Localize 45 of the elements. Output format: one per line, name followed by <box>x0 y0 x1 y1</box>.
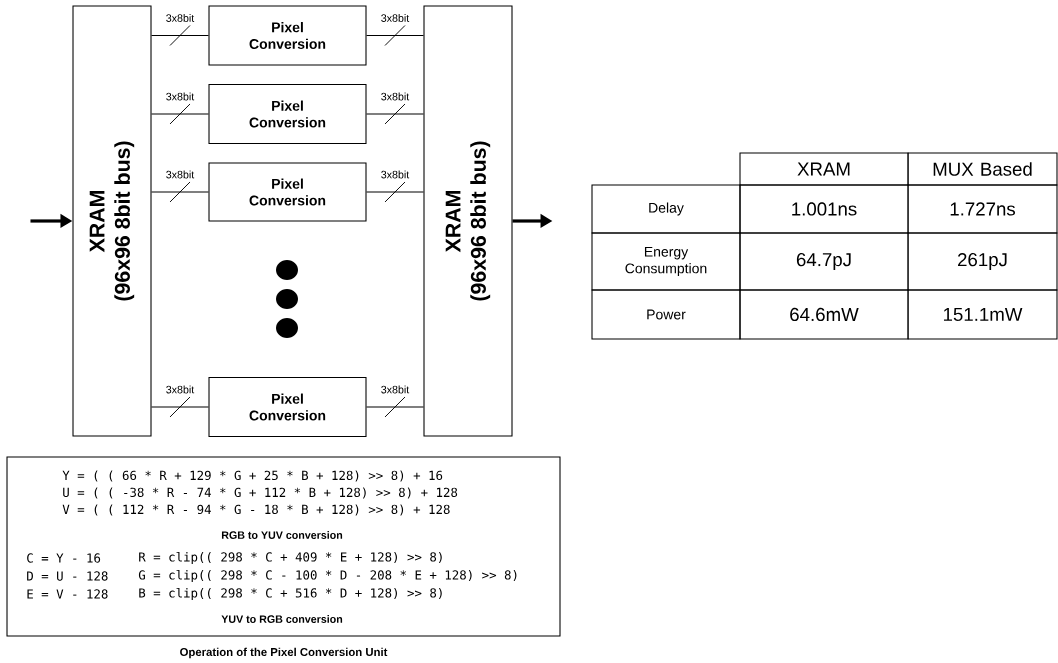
equation: U = ( ( -38 * R - 74 * G + 112 * B + 128) >> 8) + 128 <box>63 487 458 499</box>
equation: G = clip(( 298 * C - 100 * D - 208 * E + 128) >> 8) <box>138 569 517 582</box>
edge-label: 3x8bit <box>164 91 196 102</box>
table-cell: 1.727ns <box>907 184 1058 234</box>
table-cell: 64.6mW <box>739 289 909 340</box>
edge-label: 3x8bit <box>379 91 411 102</box>
equation: V = ( ( 112 * R - 94 * G - 18 * B + 128) >> 8) + 128 <box>62 504 450 516</box>
equation: B = clip(( 298 * C + 516 * D + 128) >> 8) <box>139 587 442 600</box>
table-cell: 64.7pJ <box>739 232 909 291</box>
equation: E = V - 128 <box>27 589 108 599</box>
equation: D = U - 128 <box>27 571 108 581</box>
table-cell: 1.001ns <box>739 184 909 234</box>
connector <box>366 191 424 193</box>
figure-caption: Operation of the Pixel Conversion Unit <box>180 647 388 659</box>
memory-block: XRAM (96x96 8bit bus) <box>423 5 513 437</box>
process-box: Pixel Conversion <box>208 376 367 438</box>
table-cell: 151.1mW <box>907 289 1058 340</box>
table-cell: 261pJ <box>907 232 1058 291</box>
connector <box>366 34 424 37</box>
table-cell: XRAM <box>739 152 909 186</box>
table-cell: Delay <box>591 184 741 234</box>
section-caption: YUV to RGB conversion <box>221 615 343 623</box>
connector <box>151 191 209 193</box>
connector <box>151 34 209 37</box>
edge-label: 3x8bit <box>164 169 196 180</box>
process-box: Pixel Conversion <box>208 162 367 222</box>
process-box: Pixel Conversion <box>208 83 367 145</box>
edge-label: 3x8bit <box>164 384 196 395</box>
edge-label: 3x8bit <box>379 169 411 180</box>
connector <box>366 406 424 408</box>
memory-block: XRAM (96x96 8bit bus) <box>72 5 152 437</box>
equation: Y = ( ( 66 * R + 129 * G + 25 * B + 128) >> 8) + 16 <box>62 470 443 482</box>
edge-label: 3x8bit <box>379 12 411 24</box>
equation: R = clip(( 298 * C + 409 * E + 128) >> 8) <box>139 551 442 564</box>
connector <box>366 113 424 115</box>
table-cell: Energy Consumption <box>591 232 741 291</box>
process-box: Pixel Conversion <box>208 5 367 66</box>
edge-label: 3x8bit <box>379 384 411 395</box>
equation: C = Y - 16 <box>27 553 101 563</box>
table-cell: MUX Based <box>907 152 1058 186</box>
edge-label: 3x8bit <box>164 12 196 24</box>
table-cell: Power <box>591 289 741 340</box>
connector <box>151 406 209 408</box>
connector <box>151 113 209 115</box>
section-caption: RGB to YUV conversion <box>221 531 343 539</box>
